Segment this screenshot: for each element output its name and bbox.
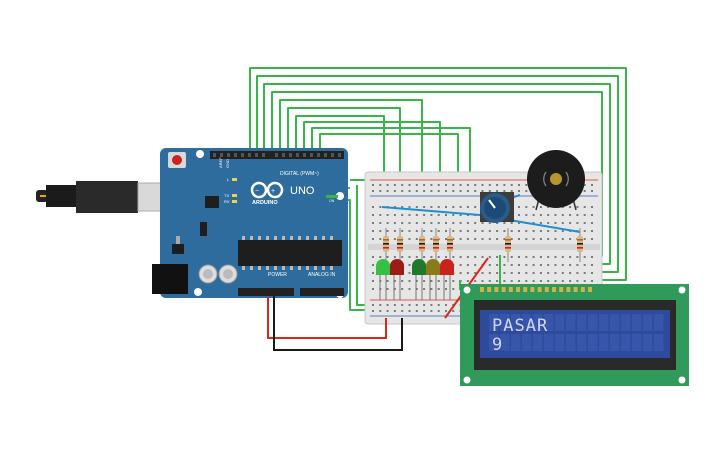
usb-cable [36, 181, 181, 213]
dc-jack[interactable] [152, 264, 188, 294]
resistor[interactable] [447, 228, 453, 262]
resistor[interactable] [397, 228, 403, 262]
arduino-brand: ARDUINO [252, 200, 278, 206]
lcd-pin-header[interactable] [480, 287, 592, 292]
on-label: ON [329, 199, 335, 203]
svg-text:+: + [271, 188, 275, 195]
resistor[interactable] [577, 228, 583, 262]
tx-label: TX [224, 193, 229, 198]
led-yellow[interactable] [426, 259, 440, 300]
arduino-logo-icon [250, 181, 284, 199]
power-wires[interactable] [267, 296, 403, 351]
piezo-buzzer[interactable] [527, 150, 585, 211]
lcd-char-cells [489, 314, 664, 351]
rx-label: RX [224, 199, 230, 204]
svg-text:−: − [255, 188, 259, 195]
led-green-2[interactable] [412, 259, 426, 300]
resistor[interactable] [383, 228, 389, 262]
resistor[interactable] [505, 228, 511, 262]
microcontroller-chip [238, 240, 342, 266]
digital-label: DIGITAL (PWM~) [280, 171, 319, 177]
lcd-module[interactable]: PASAR 9 [460, 284, 689, 386]
lcd-line-2: 9 [492, 335, 502, 355]
led-green[interactable] [376, 259, 390, 300]
analog-label: ANALOG IN [308, 272, 336, 278]
aref-label: AREF [218, 157, 223, 168]
gnd-label: GND [225, 159, 230, 168]
potentiometer[interactable] [480, 192, 514, 223]
analog-header[interactable] [300, 288, 344, 296]
led-red-2[interactable] [440, 259, 454, 300]
arduino-board[interactable]: DIGITAL (PWM~) AREF GND L TX RX − + ARDU… [152, 148, 348, 298]
resistors[interactable] [383, 228, 583, 262]
power-header[interactable] [238, 288, 294, 296]
led-red[interactable] [390, 259, 404, 300]
l-label: L [227, 177, 230, 182]
resistor[interactable] [419, 228, 425, 262]
resistor[interactable] [433, 228, 439, 262]
leds[interactable] [376, 259, 454, 300]
power-label: POWER [268, 272, 287, 278]
lcd-line-1: PASAR [492, 316, 548, 336]
arduino-model: UNO [290, 185, 315, 197]
